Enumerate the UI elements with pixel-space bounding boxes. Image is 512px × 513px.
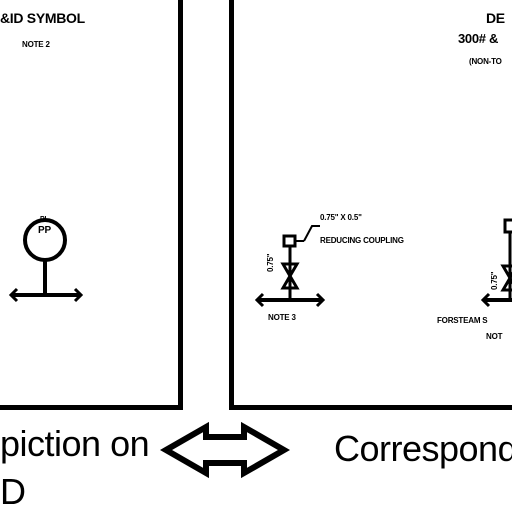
right-valve-note-line1: FORSTEAM S	[437, 316, 488, 325]
double-arrow-icon	[159, 421, 291, 479]
left-valve-size-label: 0.75"	[266, 253, 275, 272]
right-panel-subtitle2: (NON-TO	[469, 57, 502, 66]
left-valve-note: NOTE 3	[268, 313, 296, 322]
left-panel-note: NOTE 2	[22, 40, 50, 49]
valve-assembly-left	[254, 225, 326, 308]
instrument-bubble	[8, 218, 84, 303]
right-panel-title: DE	[486, 10, 505, 26]
right-panel-subtitle: 300# &	[458, 31, 499, 46]
pid-symbol-panel	[0, 0, 183, 410]
left-caption-line2: D	[0, 471, 26, 512]
coupling-type-label: REDUCING COUPLING	[320, 236, 404, 245]
instrument-top-label: PI	[40, 216, 47, 223]
left-caption-line1: piction on	[0, 423, 150, 464]
instrument-tag: PP	[38, 225, 51, 236]
detail-panel	[229, 0, 512, 410]
right-valve-note-line2: NOT	[486, 332, 503, 341]
right-valve-size-label: 0.75"	[490, 271, 499, 290]
coupling-size-label: 0.75" X 0.5"	[320, 213, 362, 222]
left-panel-title: &ID SYMBOL	[0, 10, 85, 26]
right-caption-line1: Correspond	[334, 428, 512, 469]
valve-assembly-right	[480, 218, 512, 308]
